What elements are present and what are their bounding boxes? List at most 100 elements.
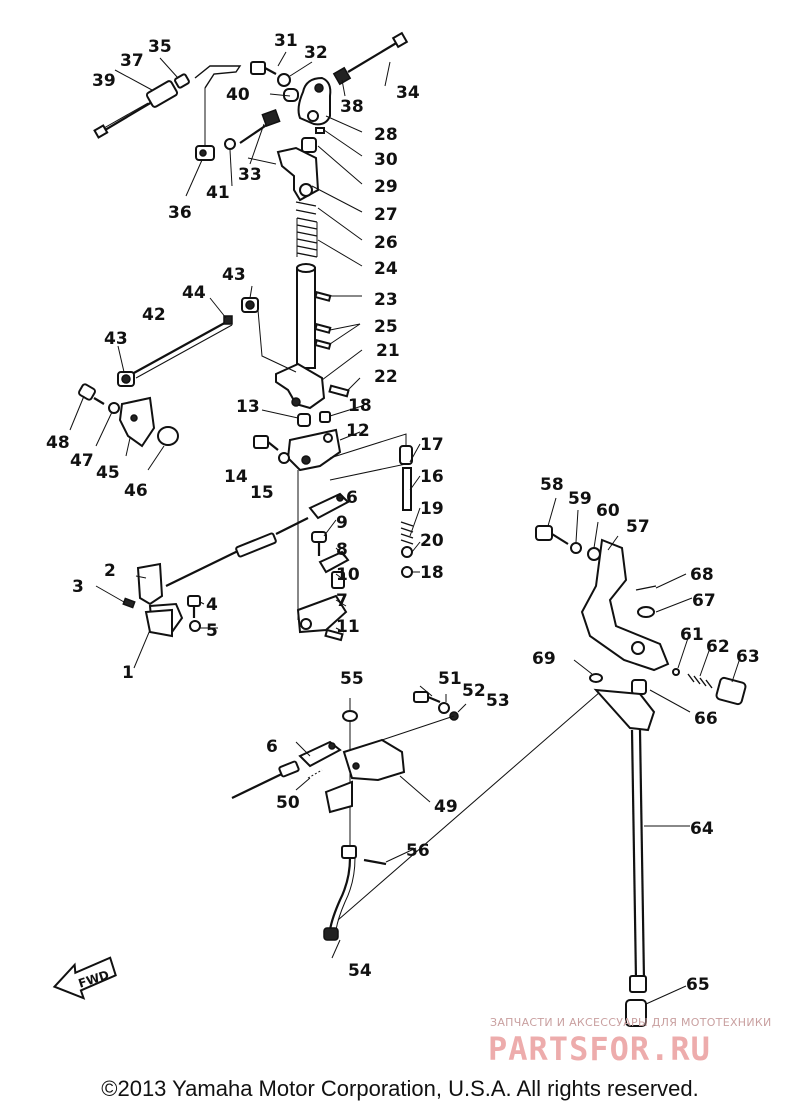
callout-1: 1: [122, 663, 134, 683]
pin-9: [311, 531, 327, 556]
callout-49: 49: [434, 797, 458, 817]
arm-21: [275, 362, 326, 410]
fwd-arrow: FWD: [52, 956, 117, 1000]
bolt-58: [535, 525, 569, 545]
callout-26: 26: [374, 233, 398, 253]
washer-41: [224, 138, 236, 150]
nut-44: [223, 315, 233, 325]
washer-52: [438, 702, 450, 714]
callout-56: 56: [406, 841, 430, 861]
callout-41: 41: [206, 183, 230, 203]
callout-53: 53: [486, 691, 510, 711]
callout-35: 35: [148, 37, 172, 57]
callout-38: 38: [340, 97, 364, 117]
callout-4: 4: [206, 595, 218, 615]
callout-29: 29: [374, 177, 398, 197]
callout-62: 62: [706, 637, 730, 657]
callout-labels: 1 2 3 4 5 6 9 8 10 7 11 12 13 14 15 16 1…: [46, 31, 760, 995]
link-36: [195, 145, 215, 161]
arm-27: [276, 146, 320, 202]
bolt-51: [413, 691, 441, 704]
bushing-29: [301, 137, 317, 153]
callout-23: 23: [374, 290, 398, 310]
pin-30: [315, 127, 325, 134]
pin-22: [328, 384, 350, 398]
cap-18a: [319, 411, 331, 423]
watermark-logo: PARTSFOR.RU: [488, 1030, 711, 1068]
cap-65: [625, 999, 647, 1027]
copyright-footer: ©2013 Yamaha Motor Corporation, U.S.A. A…: [101, 1076, 699, 1101]
callout-58: 58: [540, 475, 564, 495]
bushing-66: [631, 679, 647, 695]
callout-21: 21: [376, 341, 400, 361]
callout-61: 61: [680, 625, 704, 645]
callout-2: 2: [104, 561, 116, 581]
callout-57: 57: [626, 517, 650, 537]
callout-34: 34: [396, 83, 420, 103]
rod-end-43b: [117, 371, 135, 387]
callout-18a: 18: [348, 396, 372, 416]
callout-31: 31: [274, 31, 298, 51]
callout-10: 10: [336, 565, 360, 585]
pin-56: [363, 858, 387, 866]
washer-55: [342, 710, 358, 722]
callout-3: 3: [72, 577, 84, 597]
lever-12: [286, 428, 342, 472]
callout-27: 27: [374, 205, 398, 225]
callout-51: 51: [438, 669, 462, 689]
washer-69: [589, 673, 603, 683]
bushing-46: [157, 426, 179, 446]
spring-26: [295, 201, 317, 215]
callout-67: 67: [692, 591, 716, 611]
leader-lines: [69, 51, 741, 1005]
plate-1: [144, 608, 173, 638]
shaft-main: [296, 263, 332, 369]
spring-24: [296, 217, 318, 258]
cable-upper: [165, 517, 309, 587]
cable-lower: [231, 760, 300, 799]
callout-40: 40: [226, 85, 250, 105]
spring-62: [687, 673, 713, 689]
callout-24: 24: [374, 259, 398, 279]
callout-54: 54: [348, 961, 372, 981]
spring-19: [400, 521, 414, 545]
washer-32: [277, 73, 291, 87]
callout-17: 17: [420, 435, 444, 455]
callout-47: 47: [70, 451, 94, 471]
screw-33: [239, 109, 281, 144]
nut-38: [332, 66, 352, 86]
callout-43a: 43: [222, 265, 246, 285]
callout-50: 50: [276, 793, 300, 813]
link-6b: [298, 740, 342, 768]
callout-6: 6: [346, 488, 358, 508]
cam-45: [118, 396, 156, 448]
rod-54: [323, 845, 357, 941]
callout-36: 36: [168, 203, 192, 223]
watermark-tagline: ЗАПЧАСТИ И АКСЕССУАРЫ ДЛЯ МОТОТЕХНИКИ: [490, 1016, 772, 1029]
callout-60: 60: [596, 501, 620, 521]
screw-3: [122, 597, 136, 609]
callout-30: 30: [374, 150, 398, 170]
pin-40: [283, 88, 299, 102]
pin-11: [324, 628, 344, 642]
bracket-57: [580, 538, 670, 672]
cap-63: [715, 676, 747, 706]
callout-5: 5: [206, 621, 218, 641]
callout-45: 45: [96, 463, 120, 483]
callout-25: 25: [374, 317, 398, 337]
pin-68: [635, 585, 657, 591]
callout-48: 48: [46, 433, 70, 453]
callout-7: 7: [336, 591, 348, 611]
callout-32: 32: [304, 43, 328, 63]
bracket-top: [194, 65, 242, 89]
callout-52: 52: [462, 681, 486, 701]
callout-55: 55: [340, 669, 364, 689]
callout-19: 19: [420, 499, 444, 519]
cap-18b: [401, 566, 413, 578]
link-8: [318, 550, 350, 574]
washer-60: [587, 547, 601, 561]
callout-43b: 43: [104, 329, 128, 349]
callout-39: 39: [92, 71, 116, 91]
callout-22: 22: [374, 367, 398, 387]
bolt-39: [93, 101, 153, 139]
